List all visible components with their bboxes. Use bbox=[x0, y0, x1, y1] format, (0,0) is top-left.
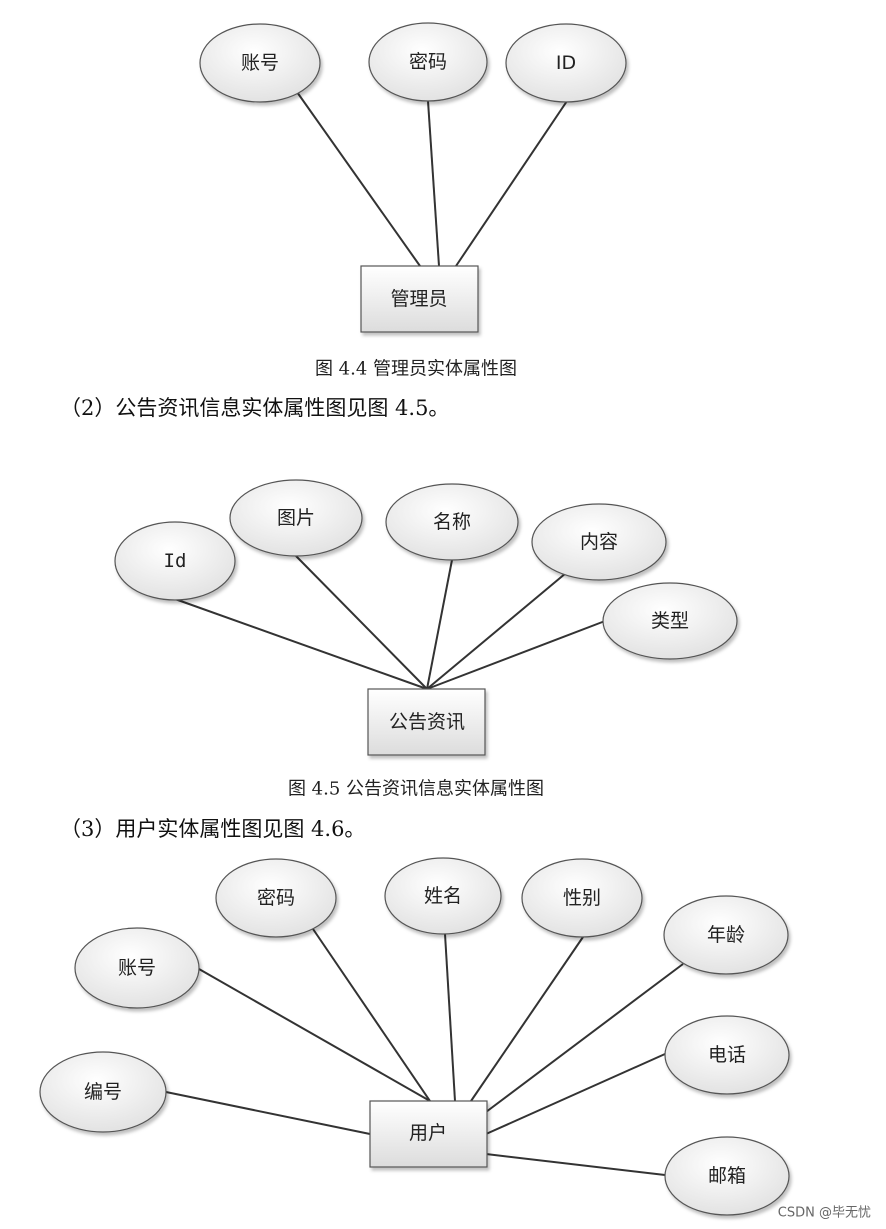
er-diagram-notice: Id 图片 名称 内容 类型 公告资讯 图 4.5 公告资讯信息实体属性图 bbox=[114, 479, 738, 800]
paragraph: （2）公告资讯信息实体属性图见图 4.5。 bbox=[60, 396, 449, 420]
attribute-ellipse: 密码 bbox=[368, 22, 488, 102]
attribute-ellipse: 性别 bbox=[521, 858, 643, 938]
attribute-ellipse: 账号 bbox=[199, 23, 321, 103]
attribute-ellipse: 账号 bbox=[74, 927, 200, 1009]
attribute-ellipse: Id bbox=[114, 521, 236, 601]
entity-label: 用户 bbox=[409, 1122, 447, 1144]
attribute-ellipse: 名称 bbox=[385, 483, 519, 561]
attribute-label: 密码 bbox=[409, 51, 447, 73]
attribute-label: Id bbox=[164, 550, 187, 572]
link-user-password bbox=[312, 928, 431, 1102]
attribute-label: 性别 bbox=[563, 887, 601, 909]
attribute-label: ID bbox=[556, 52, 576, 74]
link-admin-account bbox=[296, 91, 421, 267]
link-notice-content bbox=[426, 572, 567, 690]
attribute-ellipse: 内容 bbox=[531, 503, 667, 581]
attribute-label: 图片 bbox=[277, 507, 315, 529]
attribute-label: 账号 bbox=[118, 957, 156, 979]
link-user-account bbox=[198, 968, 431, 1102]
attribute-label: 电话 bbox=[708, 1044, 746, 1066]
attribute-label: 密码 bbox=[257, 887, 295, 909]
attribute-label: 年龄 bbox=[707, 924, 745, 946]
link-user-number bbox=[165, 1091, 371, 1135]
figure-caption: 图 4.4 管理员实体属性图 bbox=[315, 359, 517, 380]
link-user-name bbox=[444, 933, 456, 1102]
entity-box-admin: 管理员 bbox=[360, 265, 479, 333]
link-notice-name bbox=[426, 559, 453, 690]
link-user-email bbox=[485, 1153, 666, 1176]
attribute-ellipse: ID bbox=[505, 23, 627, 103]
paragraph: （3）用户实体属性图见图 4.6。 bbox=[60, 817, 365, 841]
attribute-ellipse: 电话 bbox=[664, 1015, 790, 1095]
link-notice-type bbox=[426, 620, 606, 690]
link-notice-image bbox=[295, 555, 428, 690]
link-user-gender bbox=[470, 936, 584, 1102]
attribute-label: 名称 bbox=[433, 511, 471, 533]
link-admin-password bbox=[427, 100, 440, 267]
attribute-label: 内容 bbox=[580, 531, 618, 553]
er-diagram-user: 账号 密码 姓名 性别 年龄 电话 编号 邮箱 bbox=[39, 857, 790, 1216]
attribute-ellipse: 姓名 bbox=[384, 857, 502, 935]
attribute-label: 账号 bbox=[241, 52, 279, 74]
link-notice-id bbox=[174, 598, 428, 690]
entity-label: 管理员 bbox=[390, 288, 447, 310]
figure-caption: 图 4.5 公告资讯信息实体属性图 bbox=[288, 779, 544, 800]
link-user-phone bbox=[485, 1053, 666, 1135]
link-admin-id bbox=[455, 100, 568, 267]
attribute-ellipse: 编号 bbox=[39, 1051, 167, 1133]
attribute-ellipse: 密码 bbox=[215, 858, 337, 938]
entity-label: 公告资讯 bbox=[389, 711, 465, 733]
attribute-ellipse: 类型 bbox=[602, 582, 738, 660]
attribute-label: 姓名 bbox=[424, 885, 462, 907]
attribute-ellipse: 图片 bbox=[229, 479, 363, 557]
attribute-label: 类型 bbox=[651, 610, 689, 632]
attribute-ellipse: 邮箱 bbox=[664, 1136, 790, 1216]
entity-box-user: 用户 bbox=[369, 1100, 488, 1168]
er-diagram-admin: 账号 密码 ID 管理员 图 4.4 管理员实体属性图 bbox=[199, 22, 627, 380]
watermark: CSDN @毕无忧 bbox=[778, 1206, 871, 1221]
link-user-age bbox=[485, 963, 684, 1113]
attribute-label: 邮箱 bbox=[708, 1165, 746, 1187]
entity-box-notice: 公告资讯 bbox=[367, 688, 486, 756]
attribute-label: 编号 bbox=[84, 1081, 122, 1103]
attribute-ellipse: 年龄 bbox=[663, 895, 789, 975]
